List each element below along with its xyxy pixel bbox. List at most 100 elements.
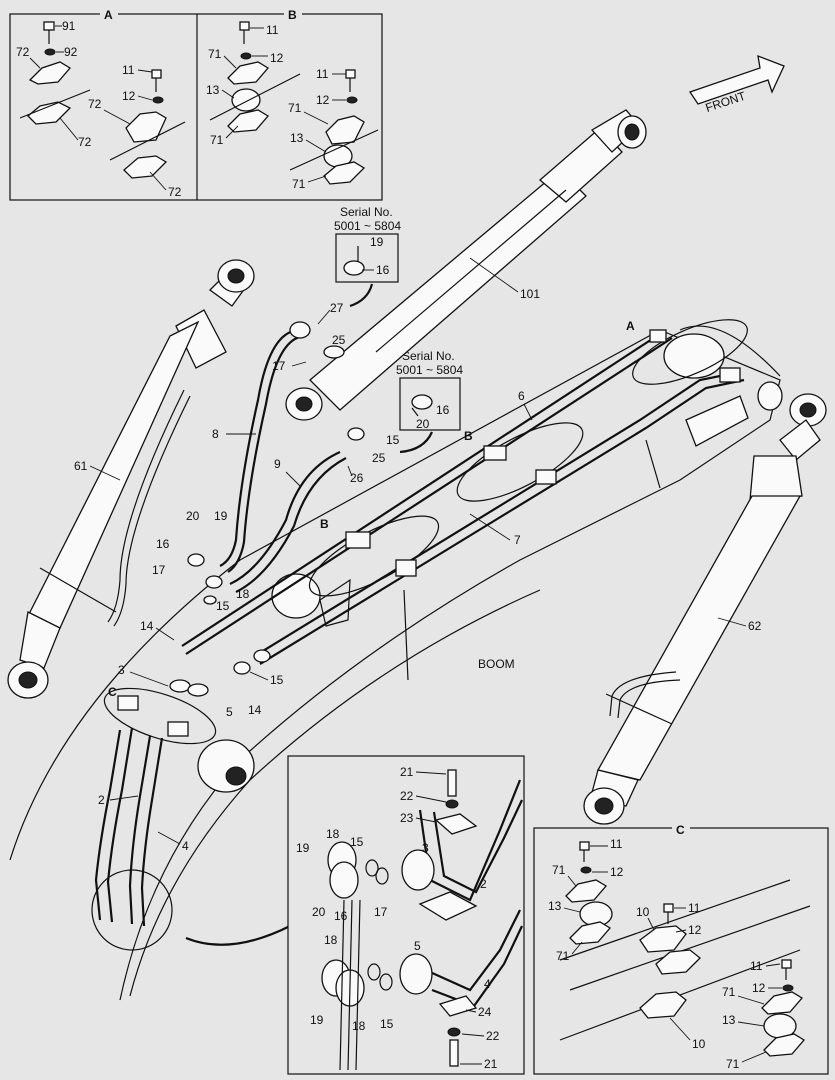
bolt-21-bottom: [449, 1039, 459, 1067]
callout-23: 23: [400, 811, 414, 825]
callout-71-b1: 71: [208, 47, 222, 61]
callout-71-c3: 71: [722, 985, 736, 999]
callout-21-top: 21: [400, 765, 414, 779]
washer-12-b2: [346, 96, 358, 104]
main-callouts: 101 27 25 17 15 25 26 6 7 8 9 61 62 20 1…: [74, 257, 762, 853]
callout-21-bottom: 21: [484, 1057, 498, 1071]
clamp-71-b3: [325, 115, 365, 145]
clamp-72-a3: [125, 111, 167, 143]
split-flange-16: [329, 861, 359, 899]
boom-pipes: [181, 329, 745, 665]
callout-8: 8: [212, 427, 219, 441]
callout-24: 24: [478, 1005, 492, 1019]
callout-72-3: 72: [88, 97, 102, 111]
clamp-71-c3: [761, 991, 803, 1015]
callout-2-main: 2: [98, 793, 105, 807]
clamp-72-a2: [27, 101, 72, 125]
serial-label-1: Serial No.: [340, 205, 393, 219]
detail-box-c: C 11 12 71 13 71 10 11 1: [533, 820, 829, 1075]
flange-5: [399, 953, 433, 995]
callout-15-2: 15: [216, 599, 230, 613]
callout-19-s1: 19: [370, 235, 384, 249]
callout-72-2: 72: [78, 135, 92, 149]
callout-22-bottom: 22: [486, 1029, 500, 1043]
callout-16-s2: 16: [436, 403, 450, 417]
callout-2-d: 2: [480, 877, 487, 891]
callout-15-d1: 15: [350, 835, 364, 849]
callout-72-4: 72: [168, 185, 182, 199]
arm-cylinder-101: [285, 109, 647, 421]
detail-title-a: A: [104, 8, 113, 22]
flange-3: [401, 849, 435, 891]
callout-71-c4: 71: [726, 1057, 740, 1071]
callout-15-3: 15: [270, 673, 284, 687]
callout-18-d2: 18: [324, 933, 338, 947]
callout-11-c3: 11: [750, 959, 763, 973]
callout-14-1: 14: [140, 619, 154, 633]
callout-19-main: 19: [214, 509, 228, 523]
callout-9: 9: [274, 457, 281, 471]
clamp-group-b-lower: B: [308, 515, 440, 597]
detail-title-c: C: [676, 823, 685, 837]
callout-13-b2: 13: [290, 131, 304, 145]
callout-15-1: 15: [386, 433, 400, 447]
callout-16-s1: 16: [376, 263, 390, 277]
serial-inset-1: Serial No. 5001 ~ 5804 19 16: [334, 205, 401, 308]
fittings-cluster: [169, 321, 365, 697]
callout-20-d: 20: [312, 905, 326, 919]
bolt-21-top: [447, 769, 457, 797]
callout-4-main: 4: [182, 839, 189, 853]
boom-label: BOOM: [478, 657, 515, 671]
callout-12-c3: 12: [752, 981, 766, 995]
callout-17-d: 17: [374, 905, 388, 919]
washer-12-b1: [240, 52, 252, 60]
callout-3-d: 3: [422, 841, 429, 855]
clamp-72-a1: [28, 61, 71, 85]
callout-4-d: 4: [484, 977, 491, 991]
callout-19-d1: 19: [296, 841, 310, 855]
callout-72-1: 72: [16, 45, 30, 59]
callout-71-b3: 71: [288, 101, 302, 115]
callout-25-2: 25: [372, 451, 386, 465]
callout-71-c2: 71: [556, 949, 570, 963]
callout-18-d1: 18: [326, 827, 340, 841]
callout-3-main: 3: [118, 663, 125, 677]
boom-body: BOOM: [9, 325, 783, 1001]
marker-b-lower: B: [320, 517, 329, 531]
callout-91: 91: [62, 19, 76, 33]
clamp-72-a4: [123, 155, 168, 179]
callout-71-b4: 71: [292, 177, 306, 191]
detail-box-ab: A B: [9, 6, 383, 201]
callout-18-main: 18: [236, 587, 250, 601]
callout-13-c2: 13: [722, 1013, 736, 1027]
detail-title-b: B: [288, 8, 297, 22]
callout-101: 101: [520, 287, 540, 301]
callout-14-2: 14: [248, 703, 262, 717]
washer-12-a: [152, 96, 164, 104]
marker-c: C: [108, 685, 117, 699]
bolt-91: [43, 21, 55, 44]
callout-25-1: 25: [332, 333, 346, 347]
callout-15-d2: 15: [380, 1017, 394, 1031]
clamp-group-a: A: [626, 319, 748, 385]
callout-20-s2: 20: [416, 417, 430, 431]
callout-71-b2: 71: [210, 133, 224, 147]
marker-a: A: [626, 319, 635, 333]
front-arrow: FRONT: [688, 54, 785, 115]
callout-12-b1: 12: [270, 51, 284, 65]
callout-17-main: 17: [272, 359, 286, 373]
callout-12-c1: 12: [610, 865, 624, 879]
detail-box-frame: [9, 13, 383, 201]
bolt-11-a: [151, 69, 162, 92]
callout-19-d2: 19: [310, 1013, 324, 1027]
callout-5-d: 5: [414, 939, 421, 953]
serial-label-2: Serial No.: [402, 349, 455, 363]
clamp-71-b1: [227, 61, 269, 85]
callout-5-main: 5: [226, 705, 233, 719]
callout-10-c2: 10: [692, 1037, 706, 1051]
callout-13-c1: 13: [548, 899, 562, 913]
callout-13-b1: 13: [206, 83, 220, 97]
clamp-71-c4: [763, 1033, 805, 1057]
clamp-71-c1: [565, 879, 607, 903]
callout-11-a: 11: [122, 63, 135, 77]
